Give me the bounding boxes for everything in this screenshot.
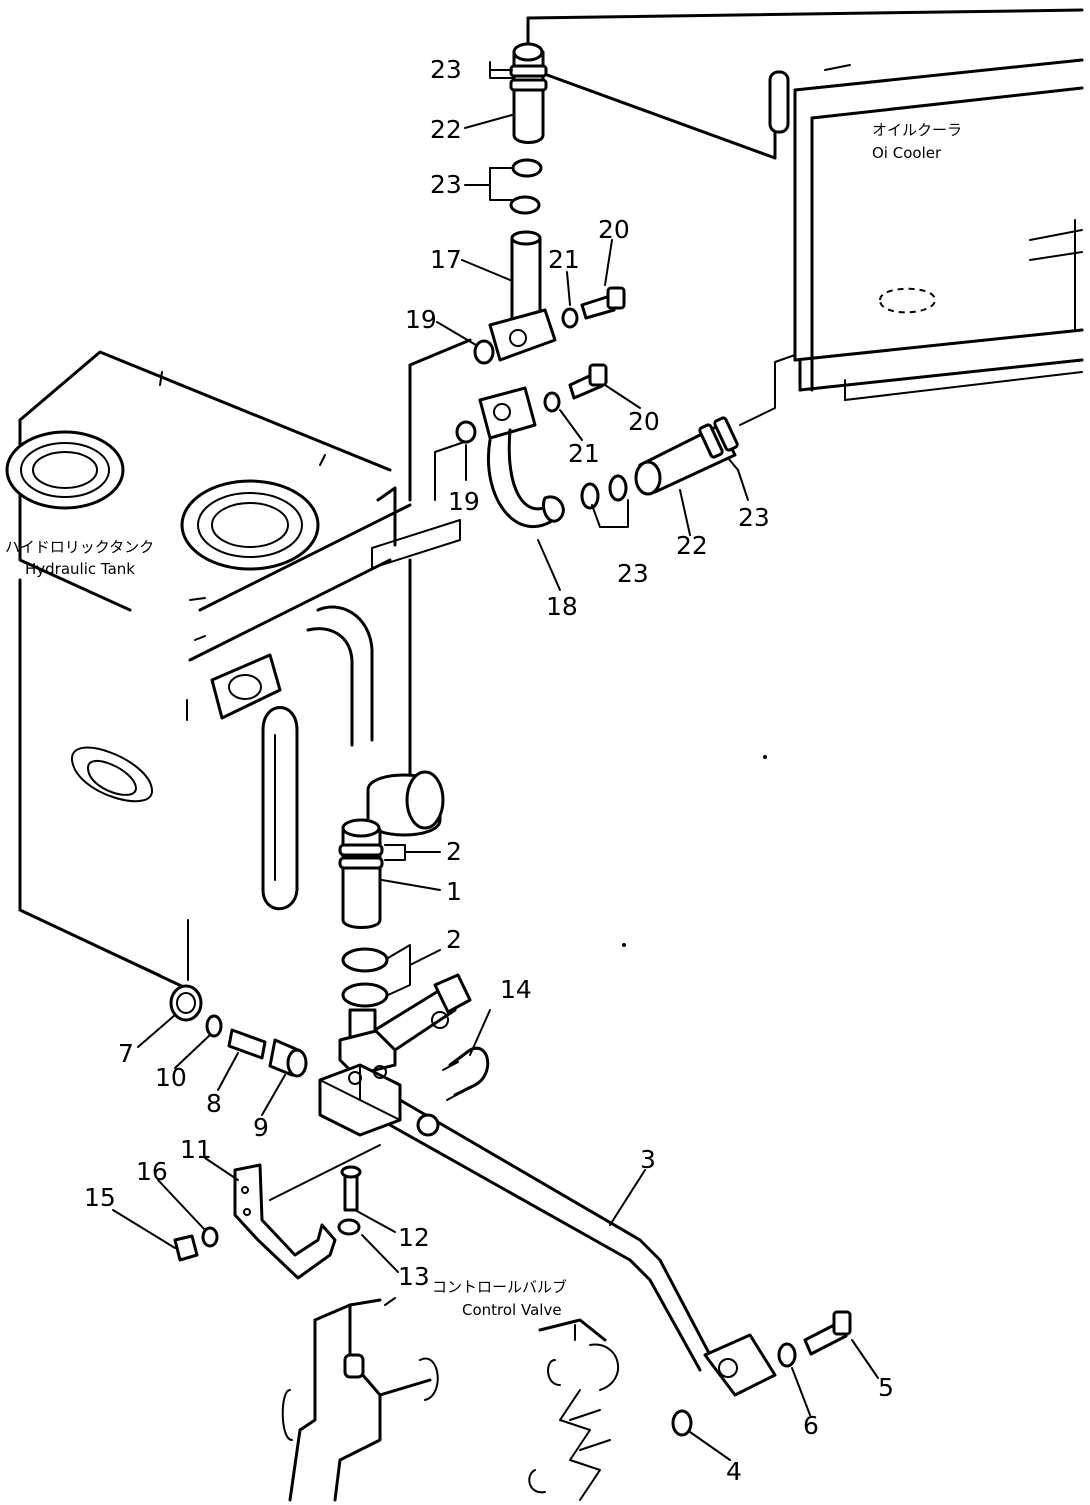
bracket-assembly: [173, 1144, 381, 1280]
callout-22-right: 22: [676, 531, 708, 560]
callout-20-top: 20: [598, 215, 630, 244]
callout-23-right: 23: [738, 503, 770, 532]
callout-17: 17: [430, 245, 462, 274]
callout-19-top: 19: [405, 305, 437, 334]
callout-16: 16: [136, 1157, 168, 1186]
callout-1: 1: [446, 877, 462, 906]
callout-23-lower: 23: [617, 559, 649, 588]
hydraulic-tank-label-en: Hydraulic Tank: [25, 560, 135, 578]
callout-2-upper: 2: [446, 837, 462, 866]
callout-19-mid: 19: [448, 487, 480, 516]
callout-20-mid: 20: [628, 407, 660, 436]
callout-18: 18: [546, 592, 578, 621]
hydraulic-tank-label-jp: ハイドロリックタンク: [5, 538, 154, 556]
oil-cooler-label-en: Oi Cooler: [872, 144, 942, 162]
callout-7: 7: [118, 1039, 134, 1068]
oil-cooler: [526, 8, 1084, 401]
callout-9: 9: [253, 1113, 269, 1142]
valve-block-assembly: [318, 973, 777, 1397]
callout-6: 6: [803, 1411, 819, 1440]
callout-5: 5: [878, 1373, 894, 1402]
drain-fittings: [169, 984, 308, 1078]
callout-22-top: 22: [430, 115, 462, 144]
hydraulic-tank: [5, 338, 472, 992]
callout-11: 11: [180, 1135, 212, 1164]
callout-23-top: 23: [430, 55, 462, 84]
control-valve-label-en: Control Valve: [462, 1301, 562, 1319]
callout-3: 3: [640, 1145, 656, 1174]
callout-2-lower: 2: [446, 925, 462, 954]
control-valve-label-jp: コントロールバルブ: [432, 1278, 567, 1296]
callout-23-mid: 23: [430, 170, 462, 199]
callout-21-top: 21: [548, 245, 580, 274]
callout-numbers: 23 22 23 17 21 20 19 19 21 20 22 23 23 1…: [84, 55, 894, 1486]
callout-14: 14: [500, 975, 532, 1004]
callout-10: 10: [155, 1063, 187, 1092]
hose-18-assembly: [455, 354, 796, 529]
callout-21-mid: 21: [568, 439, 600, 468]
callout-8: 8: [206, 1089, 222, 1118]
oil-cooler-label-jp: オイルクーラ: [872, 121, 962, 139]
callout-13: 13: [398, 1262, 430, 1291]
control-valve: [281, 1297, 852, 1502]
callout-12: 12: [398, 1223, 430, 1252]
top-hose-assembly: [473, 42, 626, 365]
callout-4: 4: [726, 1457, 742, 1486]
leader-lines: [112, 61, 879, 1461]
hose-1-assembly: [338, 818, 389, 1008]
callout-15: 15: [84, 1183, 116, 1212]
